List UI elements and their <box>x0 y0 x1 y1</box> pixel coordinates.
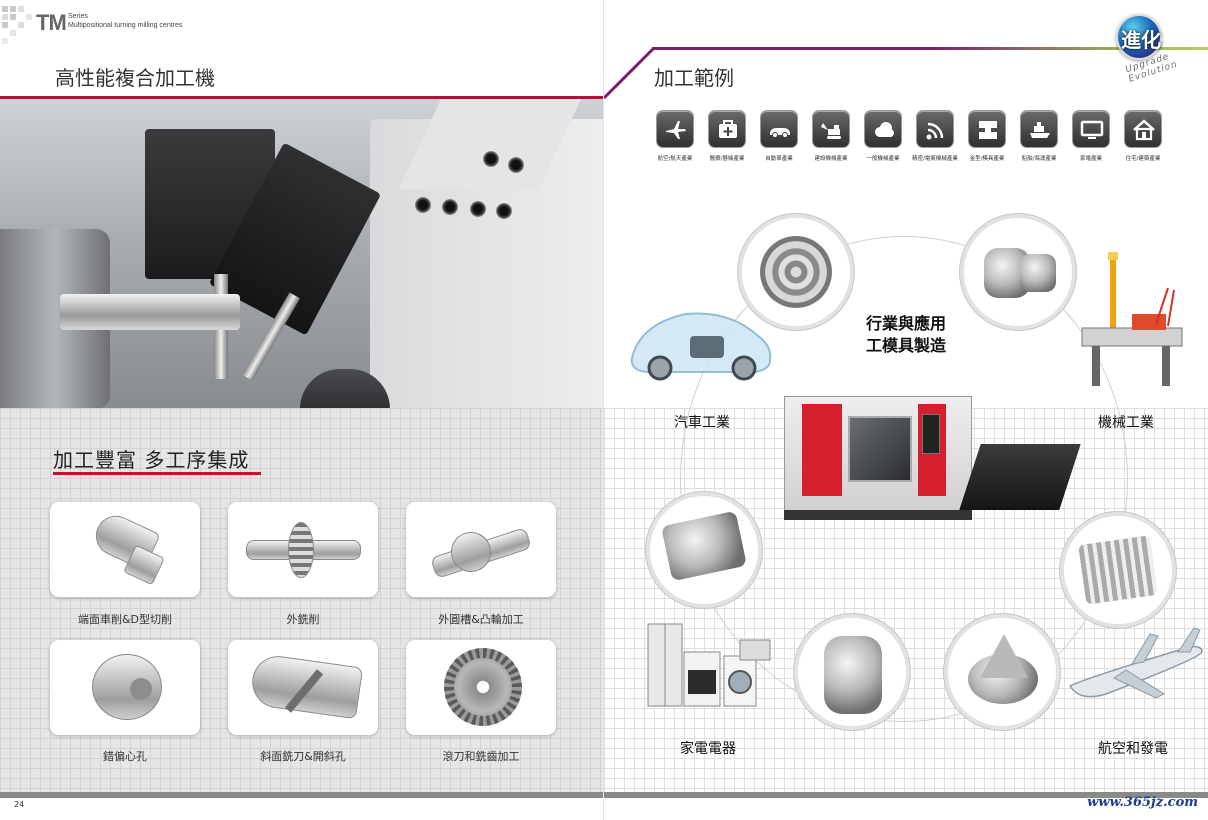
airplane-illustration <box>1068 627 1203 699</box>
part-bubble-impeller <box>944 614 1060 730</box>
industry-label: 一般機械產業 <box>866 156 900 162</box>
signal-icon <box>916 110 954 148</box>
series-name: TM <box>36 10 67 35</box>
car-illustration <box>630 312 772 381</box>
sector-label-machinery: 機械工業 <box>1098 415 1154 431</box>
excavator-icon <box>812 110 850 148</box>
appliances-illustration <box>647 623 771 707</box>
globe-icon <box>1116 14 1162 60</box>
sector-label-aerospace: 航空和發電 <box>1098 741 1168 757</box>
industry-label: 住宅/建築產業 <box>1125 156 1161 162</box>
series-line2: Multipositional turning milling centres <box>68 22 183 29</box>
title-rule <box>0 96 604 99</box>
operation-label: 斜面銑刀&開斜孔 <box>260 750 346 763</box>
section-title: 加工豐富 多工序集成 <box>53 448 250 472</box>
badge-text: 進化 <box>1121 28 1161 52</box>
operation-label: 錯偏心孔 <box>103 750 147 763</box>
part-bubble-flange <box>960 214 1076 330</box>
header-diagonal <box>604 46 656 100</box>
part-bubble-scroll <box>738 214 854 330</box>
series-line1: Series <box>68 13 88 20</box>
sector-label-automotive: 汽車工業 <box>674 415 730 431</box>
left-page-title: 高性能複合加工機 <box>55 66 215 90</box>
mold-icon <box>968 110 1006 148</box>
turning-center-machine <box>784 388 1081 524</box>
operation-label: 端面車削&D型切削 <box>77 613 173 626</box>
airplane-icon <box>656 110 694 148</box>
evolution-badge: 進化 Upgrade Evolution <box>1106 8 1186 88</box>
operation-label: 外圓槽&凸輪加工 <box>438 613 524 626</box>
center-title-line2: 工模具製造 <box>866 336 947 355</box>
footer-bar <box>0 792 604 798</box>
operation-label: 外銑削 <box>286 613 320 626</box>
right-page-title: 加工範例 <box>654 66 734 90</box>
industry-label: 精密/電氣機械產業 <box>912 156 958 162</box>
operation-label: 滾刀和銑齒加工 <box>442 750 520 763</box>
right-page: 加工範例 進化 Upgrade Evolution 航空/航天產業 醫療/器械產… <box>604 0 1208 820</box>
hero-machining-photo <box>0 99 604 408</box>
page-number: 24 <box>14 800 25 809</box>
operation-card-hobbing <box>406 640 556 735</box>
website-link[interactable]: www.365jz.com <box>1087 795 1198 810</box>
industry-label: 建設機械產業 <box>814 156 848 162</box>
header-rule <box>652 47 1208 50</box>
car-icon <box>760 110 798 148</box>
operation-card-external-milling <box>228 502 378 597</box>
part-bubble-housing <box>1060 512 1176 628</box>
application-ring <box>680 236 1128 722</box>
operation-card-groove-cam <box>406 502 556 597</box>
left-page: TM Series Multipositional turning millin… <box>0 6 604 809</box>
industry-label: 航空/航天產業 <box>657 156 693 162</box>
oil-rig-illustration <box>1081 252 1183 386</box>
industry-label: 醫療/器械產業 <box>709 156 745 162</box>
series-subtitle: Series Multipositional turning milling c… <box>68 12 182 30</box>
industry-label: 金型/模具產業 <box>969 156 1005 162</box>
center-title: 行業與應用 工模具製造 <box>866 313 946 357</box>
industry-label: 自動車產業 <box>765 156 793 162</box>
industry-label: 船舶/海運產業 <box>1021 156 1057 162</box>
part-bubble-block <box>646 492 762 608</box>
ship-icon <box>1020 110 1058 148</box>
footer-bar <box>604 792 1208 798</box>
cloud-machine-icon <box>864 110 902 148</box>
medical-case-icon <box>708 110 746 148</box>
center-title-line1: 行業與應用 <box>866 314 947 333</box>
house-icon <box>1124 110 1162 148</box>
operation-card-bevel-milling <box>228 640 378 735</box>
operation-card-eccentric-hole <box>50 640 200 735</box>
monitor-icon <box>1072 110 1110 148</box>
part-bubble-manifold <box>794 614 910 730</box>
industry-label: 家電產業 <box>1079 156 1102 162</box>
sector-label-appliance: 家電電器 <box>680 741 736 757</box>
series-logo-pattern <box>2 6 42 46</box>
operation-card-face-turning <box>50 502 200 597</box>
section-underline <box>53 472 261 475</box>
